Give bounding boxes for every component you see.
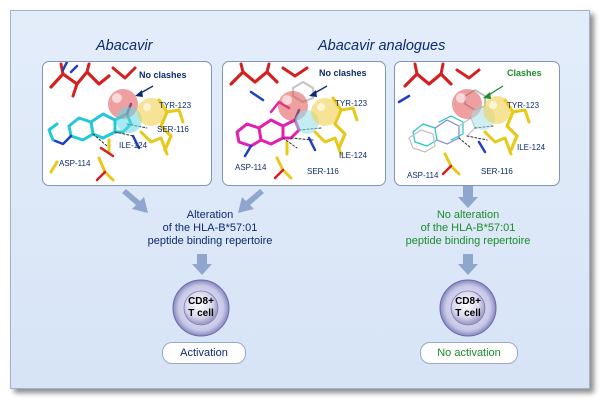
panel-abacavir: No clashes TYR-123 SER-116 ILE-124 ASP-1… xyxy=(42,61,212,186)
residue-label-asp: ASP-114 xyxy=(59,159,91,168)
panel-analogue-clash: Clashes TYR-123 ILE-124 SER-116 ASP-114 xyxy=(394,61,560,186)
residue-label-ser: SER-116 xyxy=(157,125,189,134)
outcome-alteration-line1: Alteration xyxy=(186,209,234,221)
panel-analogue-no-clash: No clashes TYR-123 ILE-124 SER-116 ASP-1… xyxy=(222,61,386,186)
tcell-left-line1: CD8+ xyxy=(188,296,214,307)
residue-label-ile: ILE-124 xyxy=(517,143,546,152)
tcell-right-label: CD8+ T cell xyxy=(438,296,498,320)
residue-label-ser: SER-116 xyxy=(307,167,339,176)
residue-label-ile: ILE-124 xyxy=(119,141,148,150)
result-no-activation: No activation xyxy=(420,342,518,364)
residue-label-ser: SER-116 xyxy=(481,167,513,176)
status-label-1: No clashes xyxy=(139,70,187,80)
molecule-abacavir-structure: No clashes TYR-123 SER-116 ILE-124 ASP-1… xyxy=(47,62,192,182)
molecule-analogue-structure: No clashes TYR-123 ILE-124 SER-116 ASP-1… xyxy=(229,62,368,180)
outcome-no-alteration-line2: of the HLA-B*57:01 xyxy=(420,222,516,234)
tcell-right-line2: T cell xyxy=(455,308,481,319)
arrow-down-right xyxy=(122,187,158,217)
tcell-right-icon xyxy=(439,279,497,337)
arrow-down-to-cell-right xyxy=(458,254,478,276)
header-abacavir: Abacavir xyxy=(96,38,153,54)
arrow-down-left xyxy=(228,187,264,217)
outcome-alteration-line3: peptide binding repertoire xyxy=(147,235,273,247)
tcell-right-line1: CD8+ xyxy=(455,296,481,307)
status-label-2: No clashes xyxy=(319,68,367,78)
arrow-down-right-panel xyxy=(458,186,478,210)
residue-label-tyr: TYR-123 xyxy=(159,101,192,110)
residue-label-asp: ASP-114 xyxy=(235,163,267,172)
tcell-left-label: CD8+ T cell xyxy=(171,296,231,320)
outcome-alteration-line2: of the HLA-B*57:01 xyxy=(162,222,258,234)
outcome-no-alteration-line3: peptide binding repertoire xyxy=(405,235,531,247)
tcell-left-icon xyxy=(172,279,230,337)
header-abacavir-analogues: Abacavir analogues xyxy=(318,38,446,54)
residue-label-asp: ASP-114 xyxy=(407,171,439,180)
residue-label-tyr: TYR-123 xyxy=(507,101,540,110)
outcome-no-alteration: No alteration of the HLA-B*57:01 peptide… xyxy=(398,209,538,248)
status-label-3: Clashes xyxy=(507,68,542,78)
residue-label-ile: ILE-124 xyxy=(339,151,368,160)
molecule-analogue-clash-structure: Clashes TYR-123 ILE-124 SER-116 ASP-114 xyxy=(397,62,546,180)
outcome-no-alteration-line1: No alteration xyxy=(436,209,500,221)
arrow-down-to-cell-left xyxy=(192,254,212,276)
residue-label-tyr: TYR-123 xyxy=(335,99,368,108)
result-activation: Activation xyxy=(162,342,246,364)
tcell-left-line2: T cell xyxy=(188,308,214,319)
outcome-alteration: Alteration of the HLA-B*57:01 peptide bi… xyxy=(140,209,280,248)
